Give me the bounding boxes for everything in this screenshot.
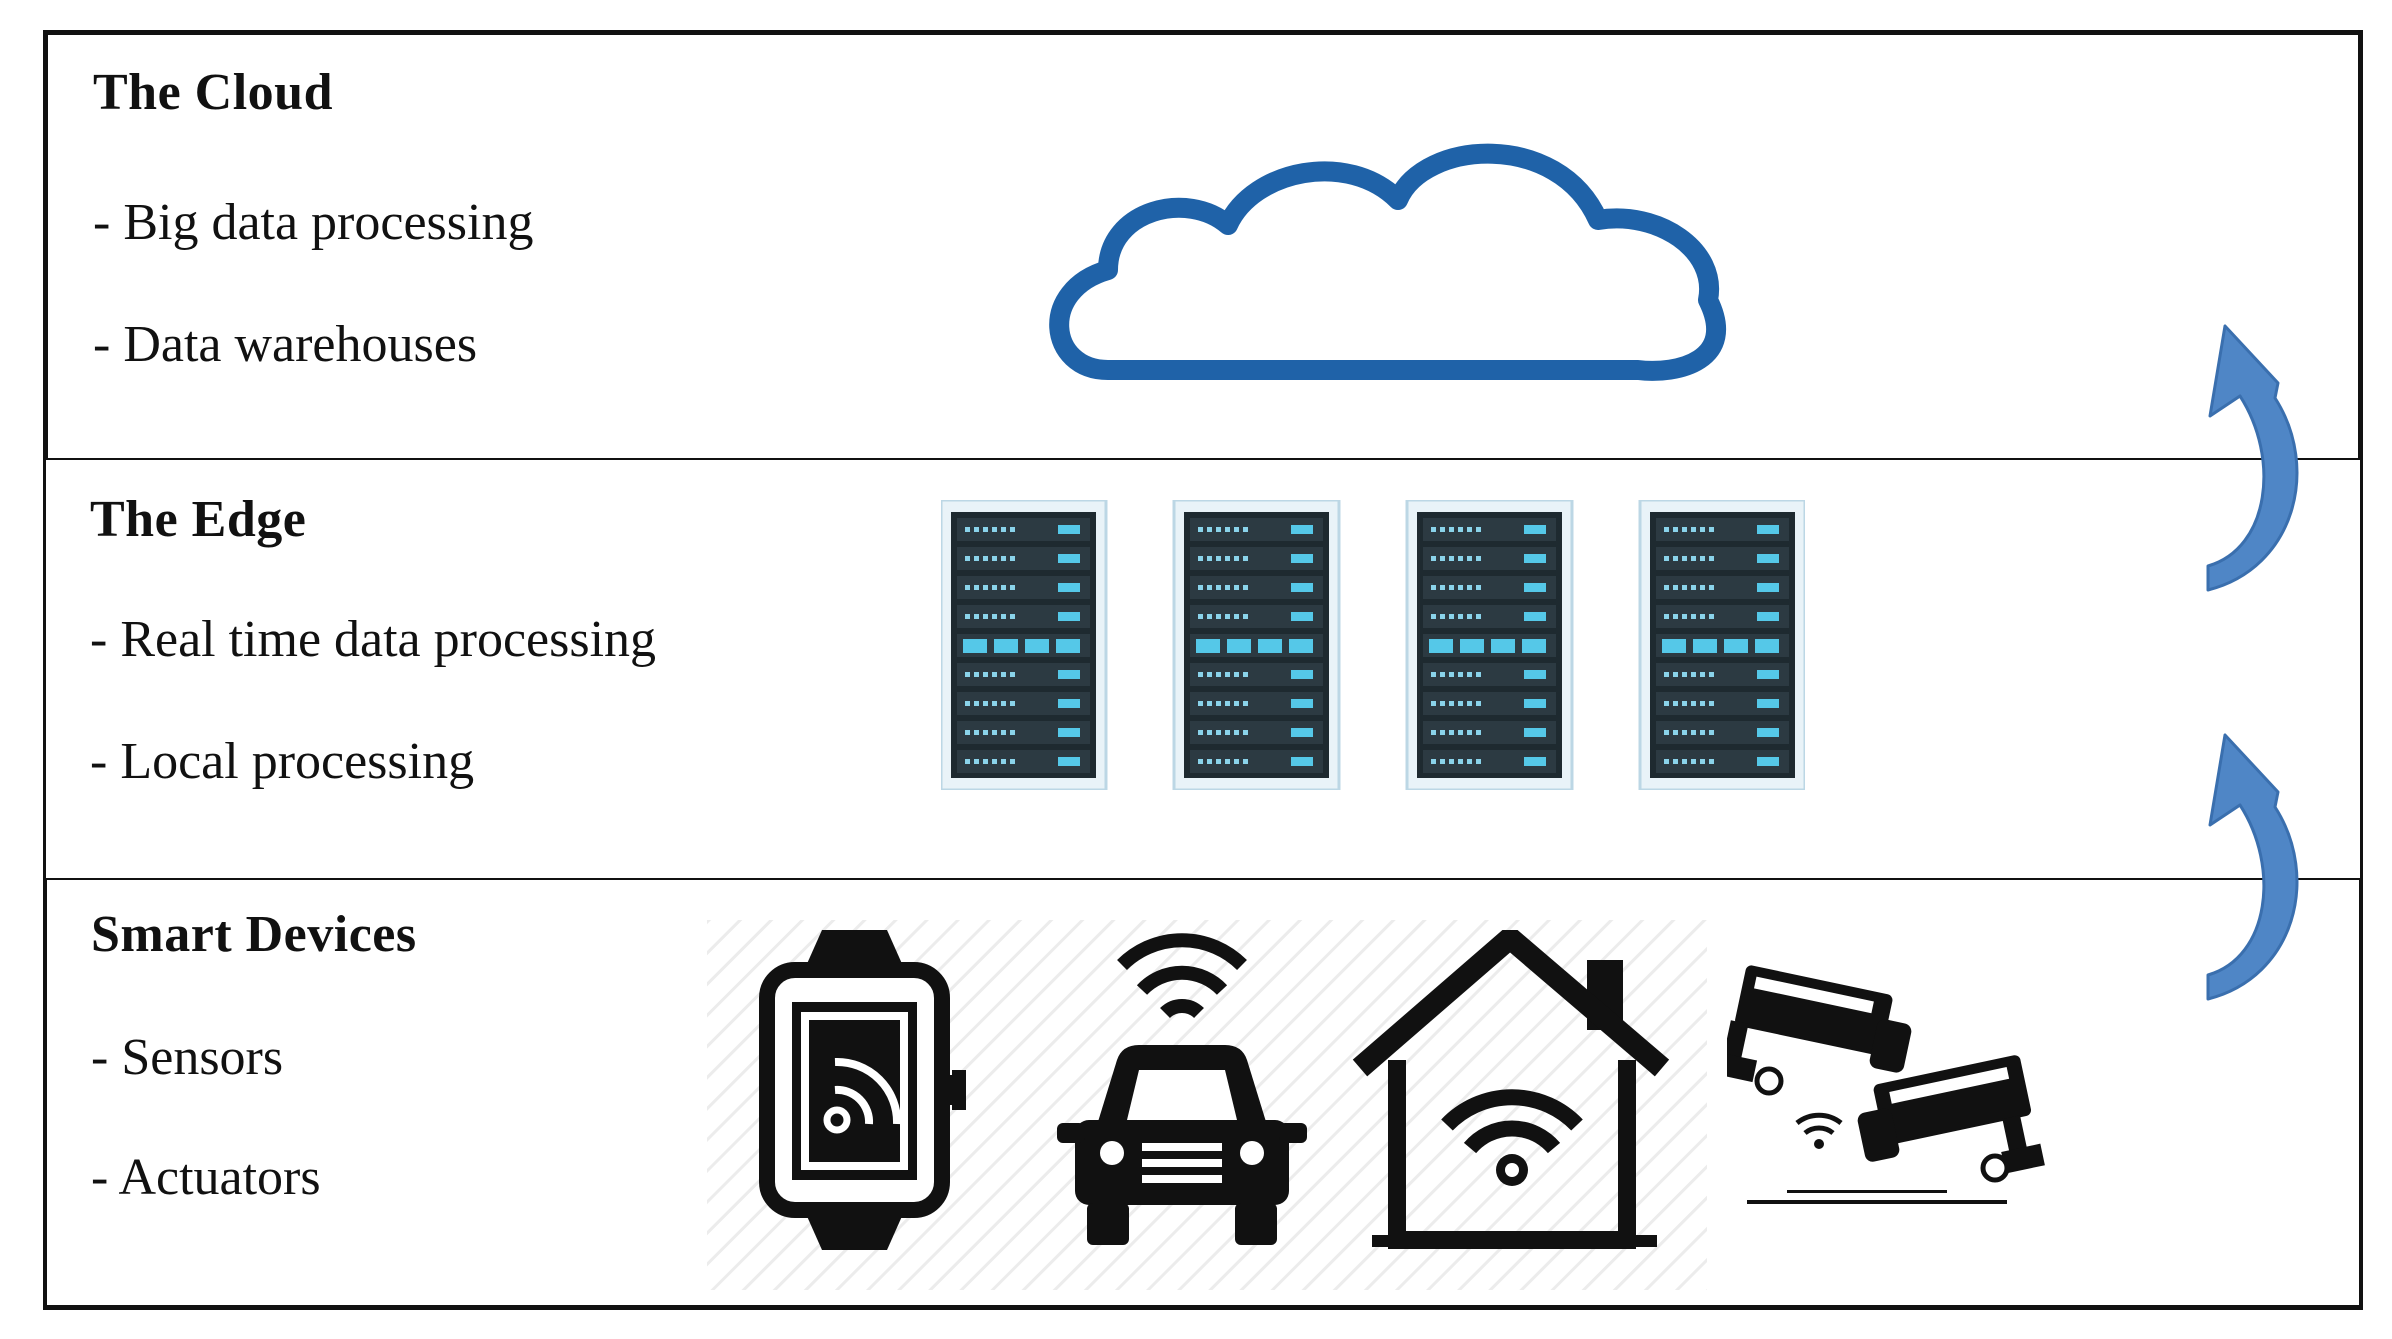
cloud-layer-title: The Cloud — [93, 64, 334, 121]
curved-arrow-up-icon — [2200, 318, 2340, 598]
devices-layer-title: Smart Devices — [91, 906, 417, 963]
server-rack-icon — [1405, 500, 1574, 790]
cloud-icon — [1038, 130, 1738, 390]
devices-item-sensors: - Sensors — [91, 1029, 284, 1086]
smart-home-icon — [1352, 930, 1672, 1250]
edge-item-realtime: - Real time data processing — [90, 611, 657, 668]
server-rack-group — [941, 500, 1805, 790]
cloud-layer: The Cloud - Big data processing - Data w… — [43, 30, 2363, 462]
cloud-item-big-data: - Big data processing — [93, 194, 534, 251]
smartwatch-icon — [757, 930, 977, 1250]
server-rack-icon — [1638, 500, 1805, 790]
server-rack-icon — [1172, 500, 1341, 790]
cloud-item-warehouses: - Data warehouses — [93, 316, 478, 373]
devices-layer: Smart Devices - Sensors - Actuators — [43, 878, 2363, 1310]
connected-car-icon — [1057, 925, 1307, 1255]
edge-item-local: - Local processing — [90, 733, 475, 790]
curved-arrow-up-icon-lower — [2200, 727, 2340, 1007]
edge-layer-title: The Edge — [90, 491, 307, 548]
server-rack-icon — [941, 500, 1108, 790]
security-camera-icon — [1727, 958, 2047, 1238]
devices-item-actuators: - Actuators — [91, 1149, 321, 1206]
edge-layer: The Edge - Real time data processing - L… — [43, 458, 2363, 882]
